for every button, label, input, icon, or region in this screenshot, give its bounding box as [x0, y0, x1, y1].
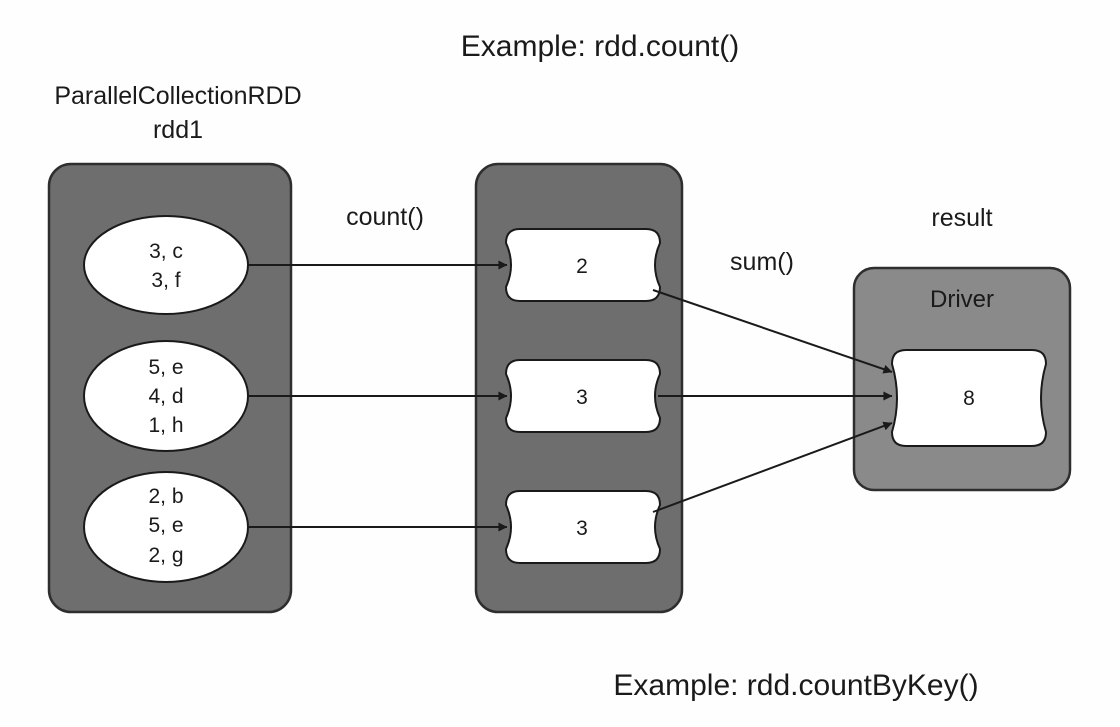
- count-node: [504, 359, 662, 433]
- source-partition-2: 5, e 4, d 1, h: [83, 340, 249, 452]
- count-partition-3: 3: [504, 490, 662, 564]
- driver-result: 8: [890, 349, 1048, 447]
- result-value: 8: [963, 387, 975, 410]
- partition-record: 2, b: [148, 485, 183, 508]
- sum-arrow: [652, 289, 893, 374]
- source-partition-1: 3, c 3, f: [83, 215, 249, 315]
- source-partition-3: 2, b 5, e 2, g: [83, 471, 249, 583]
- count-partition-2: 3: [504, 359, 662, 433]
- count-partition-1: 2: [504, 228, 662, 302]
- result-caption: result: [931, 204, 992, 232]
- result-node: [890, 349, 1048, 447]
- count-value: 3: [576, 517, 588, 540]
- partition-record: 3, c: [149, 240, 183, 263]
- sum-operation-label: sum(): [730, 248, 794, 276]
- partition-record: 1, h: [148, 414, 183, 437]
- count-value: 2: [576, 255, 588, 278]
- source-rdd-type-label: ParallelCollectionRDD: [54, 82, 301, 110]
- partition-record: 3, f: [151, 269, 180, 292]
- sum-arrow: [652, 421, 893, 513]
- partition-ellipse: [83, 215, 249, 315]
- partition-record: 2, g: [148, 544, 183, 567]
- count-node: [504, 490, 662, 564]
- count-operation-label: count(): [346, 203, 424, 231]
- top-title: Example: rdd.count(): [461, 30, 739, 63]
- driver-label: Driver: [930, 286, 994, 313]
- partition-record: 5, e: [148, 356, 183, 379]
- count-node: [504, 228, 662, 302]
- source-rdd-name-label: rdd1: [153, 116, 203, 144]
- partition-record: 5, e: [148, 514, 183, 537]
- count-value: 3: [576, 386, 588, 409]
- bottom-title: Example: rdd.countByKey(): [613, 669, 978, 702]
- partition-record: 4, d: [148, 385, 183, 408]
